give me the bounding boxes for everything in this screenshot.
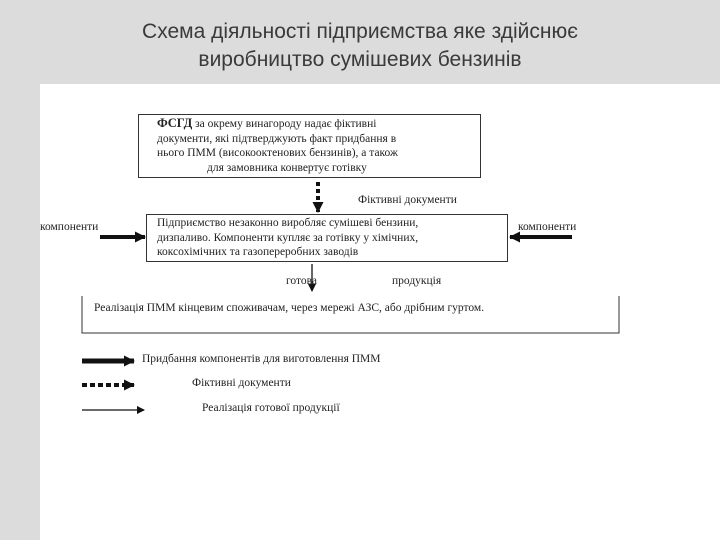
enterprise-box-line-2: дизпаливо. Компоненти купляє за готівку … <box>157 231 419 244</box>
slide-title-line-1: Схема діяльності підприємства яке здійсн… <box>142 20 578 43</box>
fsgd-box-line-3: нього ПММ (високооктенових бензинів), а … <box>157 147 398 159</box>
sales-box-border <box>81 296 620 334</box>
fictive-docs-label: Фіктивні документи <box>358 194 457 206</box>
ready-label: готова <box>286 275 318 287</box>
enterprise-box: Підприємство незаконно виробляє сумішеві… <box>146 214 508 262</box>
components-left-label: компоненти <box>40 221 99 233</box>
sales-text: Реалізація ПММ кінцевим споживачам, чере… <box>94 302 485 314</box>
legend-thin-label: Реалізація готової продукції <box>202 402 340 414</box>
enterprise-box-line-1: Підприємство незаконно виробляє сумішеві… <box>157 217 419 229</box>
diagram-arrows <box>81 182 620 414</box>
product-label: продукція <box>392 275 442 287</box>
fsgd-box: ФСГД за окрему винагороду надає фіктивні… <box>138 114 481 178</box>
legend-dashed-label: Фіктивні документи <box>192 377 291 389</box>
fsgd-label: ФСГД <box>157 116 193 130</box>
fsgd-box-line-4: для замовника конвертує готівку <box>207 161 367 174</box>
fsgd-box-line-1: ФСГД за окрему винагороду надає фіктивні <box>157 116 377 130</box>
components-right-label: компоненти <box>518 221 577 233</box>
slide-title: Схема діяльності підприємства яке здійсн… <box>0 18 720 74</box>
enterprise-box-line-3: коксохімічних та газопереробних заводів <box>157 246 359 258</box>
legend-thick-label: Придбання компонентів для виготовлення П… <box>142 353 381 365</box>
diagram-canvas: ФСГД за окрему винагороду надає фіктивні… <box>40 84 720 540</box>
slide-title-line-2: виробництво сумішевих бензинів <box>198 48 522 71</box>
fsgd-box-line-2: документи, які підтверджують факт придба… <box>157 132 397 145</box>
